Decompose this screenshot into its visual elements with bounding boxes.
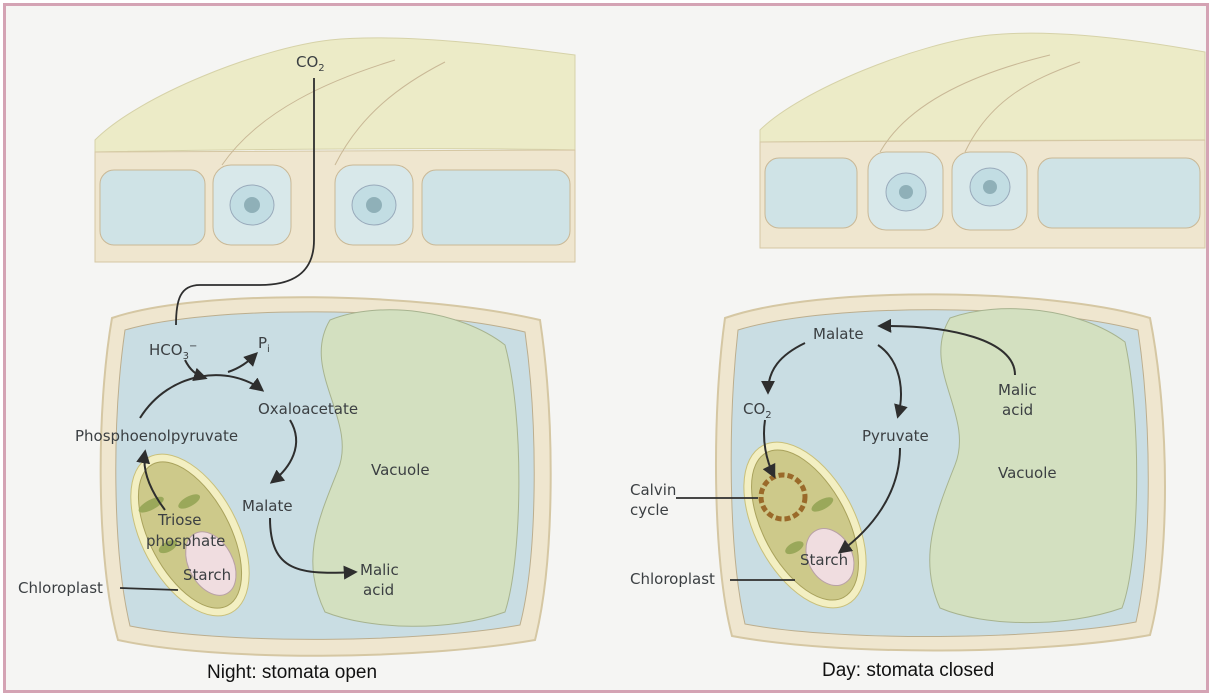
day-epidermis-surface — [760, 33, 1205, 142]
night-vacuole-label: Vacuole — [371, 461, 430, 479]
night-starch-label: Starch — [183, 566, 231, 584]
night-triose-label-1: Triose — [157, 511, 202, 529]
night-malic-label-1: Malic — [360, 561, 399, 579]
day-pyruvate-label: Pyruvate — [862, 427, 929, 445]
day-malate-label: Malate — [813, 325, 864, 343]
night-oxaloacetate-label: Oxaloacetate — [258, 400, 358, 418]
night-epidermal-cell-right — [422, 170, 570, 245]
night-pep-label: Phosphoenolpyruvate — [75, 427, 238, 445]
night-epidermis-surface — [95, 38, 575, 152]
day-epidermal-cell — [765, 158, 857, 228]
night-nucleolus-left — [244, 197, 260, 213]
night-chloroplast-label: Chloroplast — [18, 579, 103, 597]
night-malate-label: Malate — [242, 497, 293, 515]
day-panel: Malate Malic acid CO2 Pyruvate Vacuole C… — [630, 33, 1205, 681]
night-panel: CO2 HCO3− Pi Oxaloacetate Phosphoenolpyr… — [18, 38, 575, 683]
day-calvin-label-2: cycle — [630, 501, 669, 519]
night-caption: Night: stomata open — [207, 662, 377, 683]
day-chloroplast-label: Chloroplast — [630, 570, 715, 588]
day-starch-label: Starch — [800, 551, 848, 569]
day-calvin-label-1: Calvin — [630, 481, 676, 499]
night-epidermal-cell — [100, 170, 205, 245]
night-nucleolus-right — [366, 197, 382, 213]
day-vacuole-label: Vacuole — [998, 464, 1057, 482]
day-malic-label-1: Malic — [998, 381, 1037, 399]
day-caption: Day: stomata closed — [822, 660, 994, 681]
night-triose-label-2: phosphate — [146, 532, 225, 550]
day-epidermal-cell-right — [1038, 158, 1200, 228]
day-malic-label-2: acid — [1002, 401, 1033, 419]
night-malic-label-2: acid — [363, 581, 394, 599]
